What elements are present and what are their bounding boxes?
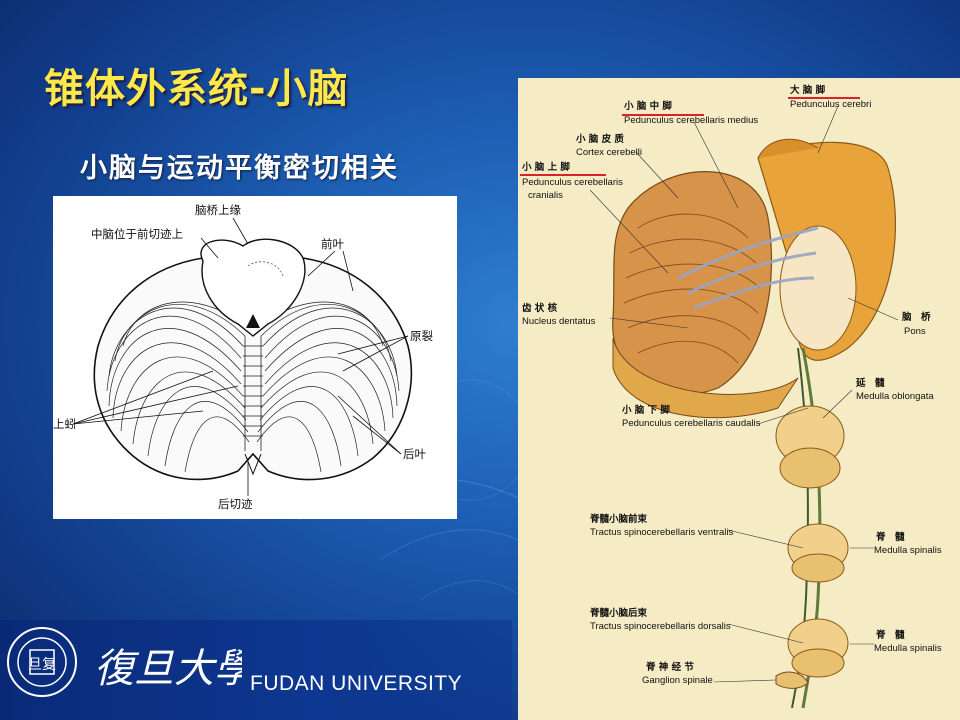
label-cortex-cn: 小 脑 皮 质: [575, 133, 624, 145]
label-spinal1-la: Medulla spinalis: [874, 545, 942, 556]
label-cerebral-peduncle-cn: 大 脑 脚: [790, 84, 826, 96]
svg-text:復旦大學: 復旦大學: [94, 646, 242, 692]
label-vermis: 上蚓: [53, 417, 76, 431]
label-pons-cn: 脑 桥: [901, 311, 931, 323]
label-spino-anterior-la: Tractus spinocerebellaris ventralis: [590, 527, 734, 538]
label-spinal2-la: Medulla spinalis: [874, 643, 942, 654]
label-spinal2-cn: 脊 髓: [875, 629, 905, 641]
cerebellum-line-drawing: 脑桥上缘 中脑位于前切迹上 前叶 原裂 上蚓 后叶 后切迹: [53, 203, 433, 511]
label-posterior-lobe: 后叶: [403, 447, 426, 461]
label-anterior-lobe: 前叶: [321, 237, 344, 251]
slide-title: 锥体外系统-小脑: [44, 66, 349, 112]
label-spinal1-cn: 脊 髓: [875, 531, 905, 543]
footer-band: [0, 620, 512, 720]
label-dentate-cn: 齿 状 核: [522, 302, 558, 314]
label-posterior-notch: 后切迹: [218, 497, 253, 511]
label-middle-peduncle-la: Pedunculus cerebellaris medius: [624, 115, 758, 126]
pons-shape: [779, 225, 857, 351]
ganglion-shape: [775, 671, 809, 689]
slide-subtitle: 小脑与运动平衡密切相关: [80, 153, 399, 184]
label-pons-la: Pons: [904, 326, 926, 337]
red-underlines: [520, 97, 860, 176]
label-spino-posterior-cn: 脊髓小脑后束: [589, 607, 648, 619]
right-leader-lines: [589, 105, 899, 683]
label-middle-peduncle-cn: 小 脑 中 脚: [623, 100, 672, 112]
fudan-calligraphy-logo: 復旦大學: [94, 646, 242, 692]
cerebellum-shape: [612, 171, 773, 395]
label-medulla-cn: 延 髓: [855, 377, 885, 389]
label-spino-anterior-cn: 脊髓小脑前束: [589, 513, 648, 525]
vermis-column: [243, 336, 263, 451]
label-dentate-la: Nucleus dentatus: [522, 316, 596, 327]
label-pons-upper-edge: 脑桥上缘: [195, 203, 241, 217]
label-superior-peduncle-la2: cranialis: [528, 190, 563, 201]
label-inferior-peduncle-cn: 小 脑 下 脚: [621, 404, 670, 416]
label-superior-peduncle-la1: Pedunculus cerebellaris: [522, 177, 623, 188]
leader-lines: [72, 217, 409, 496]
cerebellum-outline: [93, 257, 413, 481]
fudan-seal-icon: 旦复: [7, 627, 77, 697]
label-primary-fissure: 原裂: [410, 329, 433, 343]
midbrain-shape: [200, 238, 306, 337]
pathway-illustration: 小 脑 中 脚 Pedunculus cerebellaris medius 大…: [520, 84, 942, 709]
label-medulla-la: Medulla oblongata: [856, 391, 934, 402]
label-spino-posterior-la: Tractus spinocerebellaris dorsalis: [590, 621, 731, 632]
label-midbrain-position: 中脑位于前切迹上: [91, 227, 183, 241]
label-ganglion-la: Ganglion spinale: [642, 675, 713, 686]
label-cerebral-peduncle-la: Pedunculus cerebri: [790, 99, 871, 110]
label-cortex-la: Cortex cerebelli: [576, 147, 642, 158]
label-superior-peduncle-cn: 小 脑 上 脚: [521, 161, 570, 173]
label-inferior-peduncle-la: Pedunculus cerebellaris caudalis: [622, 418, 761, 429]
cerebellum-superior-view-diagram: 脑桥上缘 中脑位于前切迹上 前叶 原裂 上蚓 后叶 后切迹: [53, 196, 457, 519]
cerebellar-pathways-diagram: 小 脑 中 脚 Pedunculus cerebellaris medius 大…: [518, 78, 960, 720]
label-ganglion-cn: 脊 神 经 节: [645, 661, 694, 673]
svg-text:旦复: 旦复: [28, 656, 56, 673]
fiber-bundles: [677, 226, 819, 310]
folia-lines: [106, 301, 400, 473]
university-name: FUDAN UNIVERSITY: [250, 672, 463, 695]
